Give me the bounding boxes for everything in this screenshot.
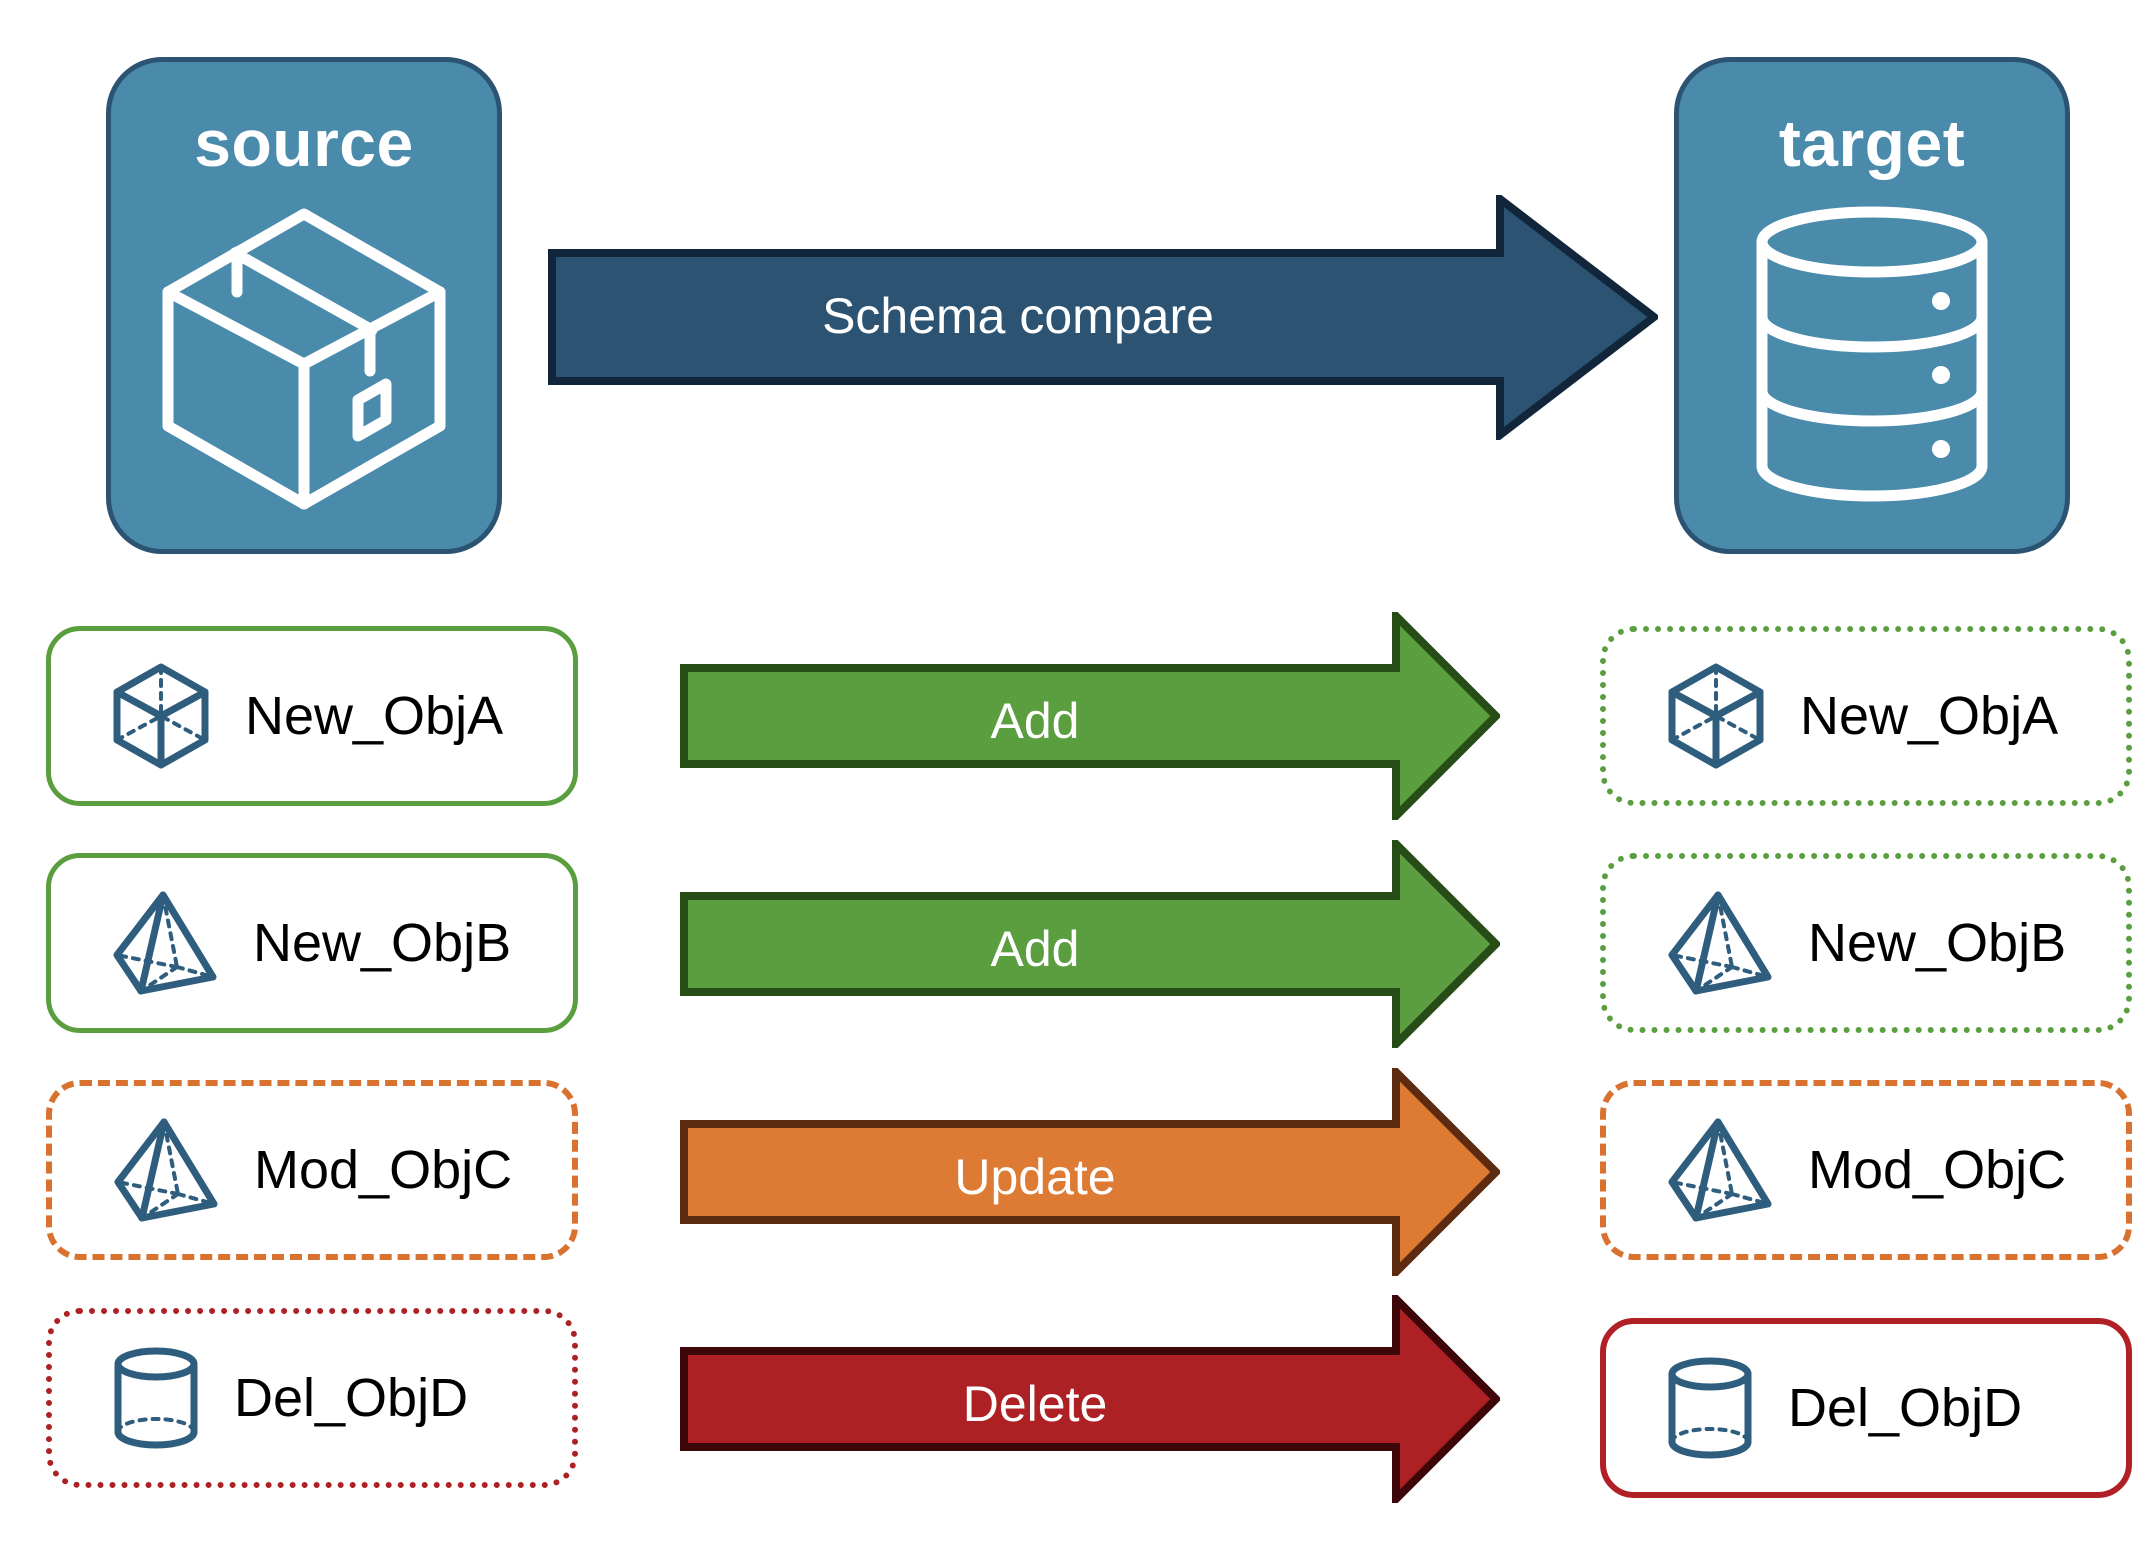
cube-3d-icon [1666,662,1766,770]
pyramid-3d-icon [1666,1116,1774,1224]
target-object-card-row-1[interactable]: New_ObjB [1600,853,2132,1033]
source-object-label-row-2: Mod_ObjC [254,1140,513,1200]
source-object-label-row-1: New_ObjB [253,913,512,973]
pyramid-3d-icon [1666,889,1774,997]
source-object-label-row-0: New_ObjA [245,686,504,746]
package-box-icon [158,204,450,519]
pyramid-3d-icon [112,1116,220,1224]
target-object-label-row-3: Del_ObjD [1788,1378,2023,1438]
target-endpoint-card: target [1674,57,2070,554]
schema-compare-arrow [548,190,1661,444]
source-object-card-row-0[interactable]: New_ObjA [46,626,578,806]
cylinder-3d-icon [1666,1356,1754,1460]
pyramid-3d-icon [111,889,219,997]
row-arrow-update-2 [680,1062,1502,1282]
source-endpoint-card: source [106,57,502,554]
target-object-card-row-3[interactable]: Del_ObjD [1600,1318,2132,1498]
source-object-label-row-3: Del_ObjD [234,1368,469,1428]
source-object-card-row-1[interactable]: New_ObjB [46,853,578,1033]
target-object-label-row-2: Mod_ObjC [1808,1140,2067,1200]
target-object-label-row-1: New_ObjB [1808,913,2067,973]
source-label: source [194,106,414,180]
target-object-card-row-0[interactable]: New_ObjA [1600,626,2132,806]
cylinder-3d-icon [112,1346,200,1450]
target-label: target [1778,106,1966,180]
database-cylinder-icon [1752,204,1992,509]
source-object-card-row-3[interactable]: Del_ObjD [46,1308,578,1488]
source-object-card-row-2[interactable]: Mod_ObjC [46,1080,578,1260]
target-object-label-row-0: New_ObjA [1800,686,2059,746]
row-arrow-add-1 [680,834,1502,1054]
target-object-card-row-2[interactable]: Mod_ObjC [1600,1080,2132,1260]
cube-3d-icon [111,662,211,770]
row-arrow-delete-3 [680,1289,1502,1509]
row-arrow-add-0 [680,606,1502,826]
